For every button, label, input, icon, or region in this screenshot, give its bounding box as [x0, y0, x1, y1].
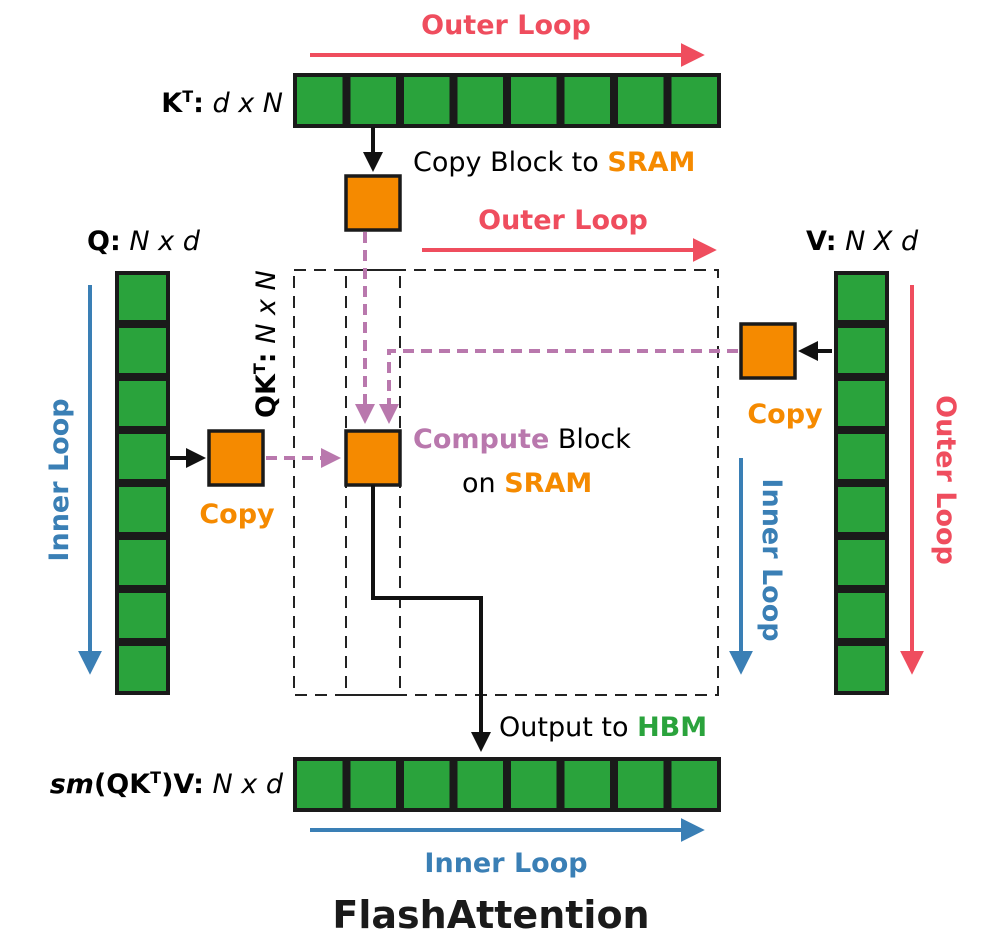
diagram-title: FlashAttention [332, 893, 649, 937]
v-matrix-block [838, 275, 885, 320]
qkt-matrix-label: QKT: N x N [250, 270, 282, 418]
kt-sram-block [344, 174, 402, 232]
out-dims: N x d [213, 769, 284, 800]
output-matrix-block [671, 761, 717, 808]
copy-block-label: Copy Block to SRAM [413, 147, 695, 178]
q-sram-block [207, 429, 265, 487]
kt-matrix-block [457, 77, 503, 124]
output-matrix-block [564, 761, 610, 808]
outer-loop-label-right: Outer Loop [930, 395, 961, 565]
out-pre: sm [50, 769, 94, 800]
qkt-name: QK [251, 373, 282, 418]
copy-block-target: SRAM [607, 147, 695, 178]
out-colon: : [193, 769, 204, 800]
outer-loop-label-top: Outer Loop [421, 10, 591, 41]
output-prefix: Output to [499, 712, 637, 743]
kt-matrix-block [671, 77, 717, 124]
v-matrix-block [838, 646, 885, 691]
output-matrix-label: sm(QKT)V: N x d [50, 768, 284, 800]
q-matrix-block [119, 487, 166, 532]
inner-loop-label-bottom: Inner Loop [424, 848, 587, 879]
compute-rest: Block [549, 424, 631, 455]
inner-loop-label-right: Inner Loop [756, 478, 787, 641]
q-dims: N x d [129, 226, 200, 257]
output-label: Output to HBM [499, 712, 707, 743]
qkt-sup: T [250, 363, 269, 374]
compute-sram-block [344, 429, 402, 487]
compute-word: Compute [413, 424, 549, 455]
compute-block-label: Compute Block [413, 424, 631, 455]
copy-label-left: Copy [199, 499, 275, 530]
v-matrix-blocks [834, 271, 889, 695]
output-matrix-block [457, 761, 503, 808]
out-name-open: (QK [94, 769, 151, 800]
output-matrix-blocks [293, 757, 721, 812]
q-matrix-label: Q: N x d [87, 226, 201, 257]
kt-sup: T [182, 87, 193, 106]
v-flow-dashed [379, 349, 738, 424]
v-colon: : [826, 226, 837, 257]
on-word: on [462, 468, 504, 499]
v-matrix-block [838, 381, 885, 426]
inner-loop-label-left: Inner Loop [44, 398, 75, 561]
kt-dims: d x N [213, 88, 283, 119]
qkt-colon: : [251, 352, 282, 363]
outer-loop-label-mid: Outer Loop [478, 205, 648, 236]
kt-matrix-block [511, 77, 557, 124]
q-matrix-block [119, 646, 166, 691]
copy-label-right: Copy [747, 399, 823, 430]
output-target: HBM [637, 712, 707, 743]
q-matrix-block [119, 434, 166, 479]
q-matrix-block [119, 540, 166, 585]
kt-matrix-label: KT: d x N [161, 87, 283, 119]
kt-matrix-blocks [293, 73, 721, 128]
on-sram-label: on SRAM [462, 468, 592, 499]
kt-matrix-block [297, 77, 343, 124]
q-matrix-block [119, 593, 166, 638]
output-matrix-block [350, 761, 396, 808]
v-matrix-block [838, 593, 885, 638]
output-matrix-block [618, 761, 664, 808]
output-arrow [371, 485, 491, 752]
output-matrix-block [404, 761, 450, 808]
v-sram-block [739, 322, 797, 380]
qkt-outer-dashed-box [293, 269, 719, 696]
q-colon: : [110, 226, 121, 257]
v-matrix-block [838, 434, 885, 479]
v-dims: N X d [845, 226, 919, 257]
output-matrix-block [511, 761, 557, 808]
kt-matrix-block [618, 77, 664, 124]
v-matrix-block [838, 487, 885, 532]
kt-colon: : [193, 88, 204, 119]
v-matrix-block [838, 540, 885, 585]
kt-matrix-block [564, 77, 610, 124]
kt-matrix-block [404, 77, 450, 124]
out-sup: T [150, 768, 161, 787]
kt-matrix-block [350, 77, 396, 124]
kt-name: K [161, 88, 183, 119]
v-name: V [806, 226, 827, 257]
q-name: Q [87, 226, 110, 257]
q-matrix-block [119, 275, 166, 320]
output-matrix-block [297, 761, 343, 808]
out-name-close: )V [161, 769, 194, 800]
copy-block-prefix: Copy Block to [413, 147, 607, 178]
q-matrix-block [119, 381, 166, 426]
q-matrix-blocks [115, 271, 170, 695]
on-target: SRAM [504, 468, 592, 499]
qkt-dims: N x N [251, 270, 282, 344]
v-matrix-label: V: N X d [806, 226, 919, 257]
v-matrix-block [838, 328, 885, 373]
q-matrix-block [119, 328, 166, 373]
